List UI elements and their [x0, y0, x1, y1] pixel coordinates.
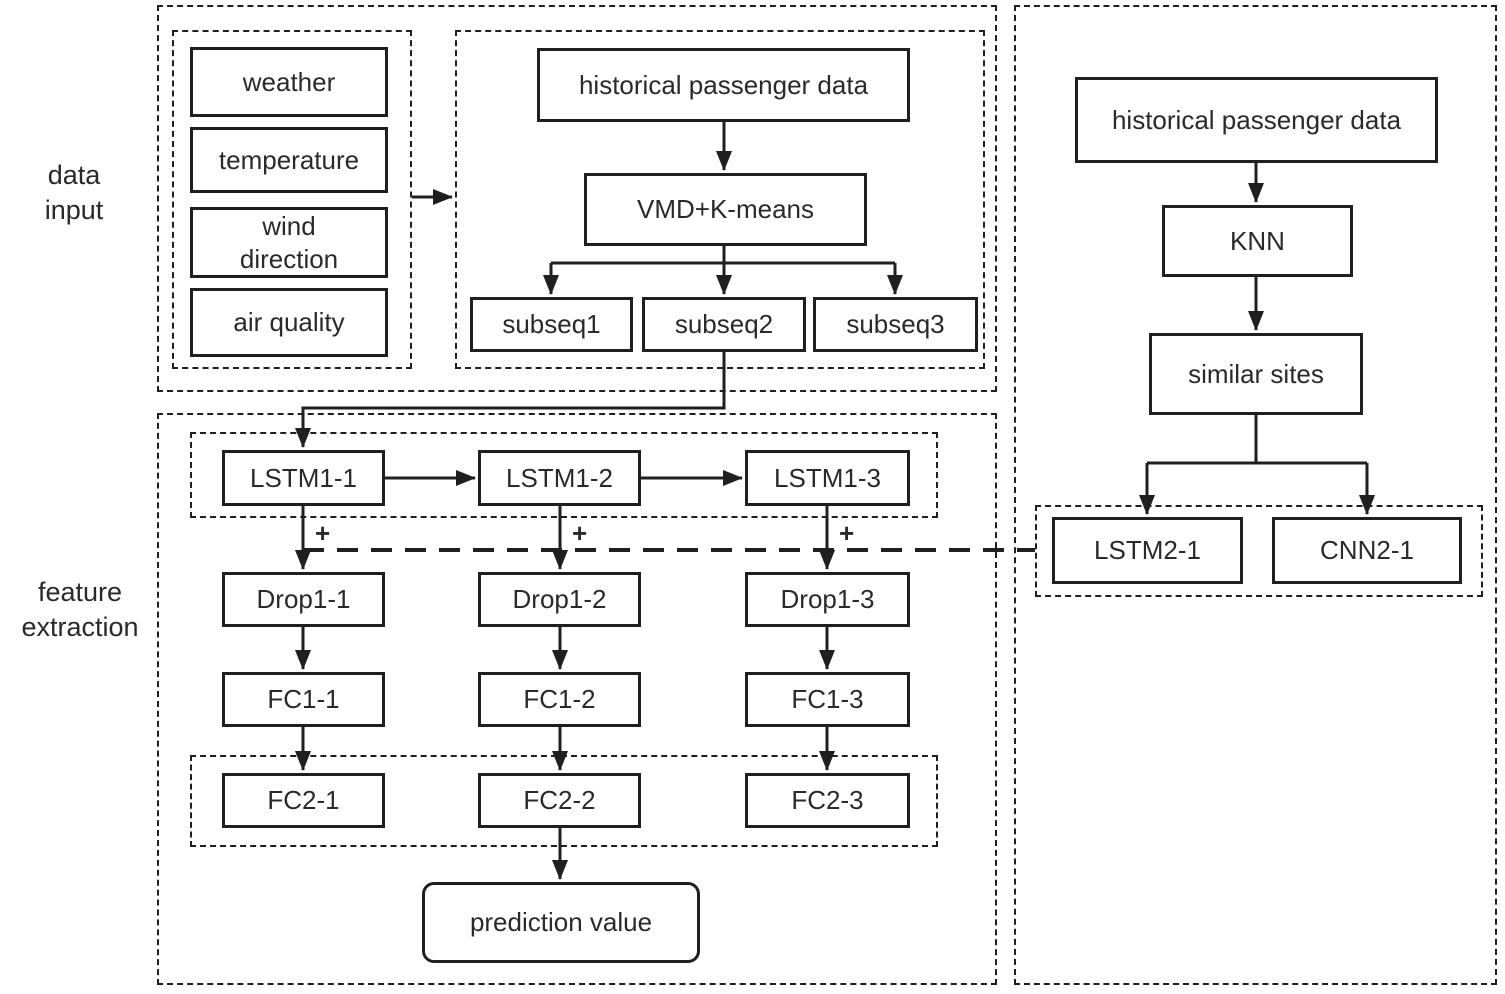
- box-prediction-value: prediction value: [422, 882, 700, 963]
- box-historical-passenger-data-mid: historical passenger data: [537, 48, 910, 122]
- box-wind-direction: wind direction: [190, 207, 388, 278]
- box-vmd-kmeans: VMD+K-means: [584, 173, 867, 246]
- box-knn: KNN: [1162, 205, 1353, 277]
- section-label-feature-extraction: feature extraction: [21, 577, 139, 643]
- box-drop1-3: Drop1-3: [745, 572, 910, 627]
- input-list-frame: [172, 30, 412, 369]
- box-lstm2-1: LSTM2-1: [1052, 517, 1243, 584]
- vmd-group-frame: [455, 30, 985, 369]
- box-lstm1-3: LSTM1-3: [745, 450, 910, 506]
- box-subseq3: subseq3: [813, 297, 978, 352]
- data-input-section-frame: [157, 5, 997, 392]
- box-subseq1: subseq1: [470, 297, 633, 352]
- box-fc2-3: FC2-3: [745, 773, 910, 828]
- plus-label-3: +: [839, 518, 855, 548]
- box-lstm1-1: LSTM1-1: [222, 450, 385, 506]
- knn-section-frame: [1014, 5, 1497, 985]
- box-cnn2-1: CNN2-1: [1272, 517, 1462, 584]
- box-fc2-2: FC2-2: [478, 773, 641, 828]
- box-fc1-1: FC1-1: [222, 672, 385, 727]
- box-temperature: temperature: [190, 127, 388, 193]
- box-fc1-3: FC1-3: [745, 672, 910, 727]
- section-label-data-input: data input: [44, 160, 104, 226]
- box-lstm1-2: LSTM1-2: [478, 450, 641, 506]
- feature-extraction-section-frame: [157, 413, 997, 985]
- box-fc1-2: FC1-2: [478, 672, 641, 727]
- box-historical-passenger-data-right: historical passenger data: [1075, 77, 1438, 163]
- plus-label-2: +: [572, 518, 588, 548]
- box-drop1-2: Drop1-2: [478, 572, 641, 627]
- box-air-quality: air quality: [190, 288, 388, 357]
- box-subseq2: subseq2: [642, 297, 806, 352]
- box-weather: weather: [190, 47, 388, 117]
- fusion-row-frame: [1035, 505, 1483, 597]
- box-fc2-1: FC2-1: [222, 773, 385, 828]
- plus-label-1: +: [315, 518, 331, 548]
- box-drop1-1: Drop1-1: [222, 572, 385, 627]
- arrow-subseq-to-lstm1: [295, 352, 726, 448]
- box-similar-sites: similar sites: [1149, 333, 1363, 415]
- lstm-row-frame: [190, 432, 938, 518]
